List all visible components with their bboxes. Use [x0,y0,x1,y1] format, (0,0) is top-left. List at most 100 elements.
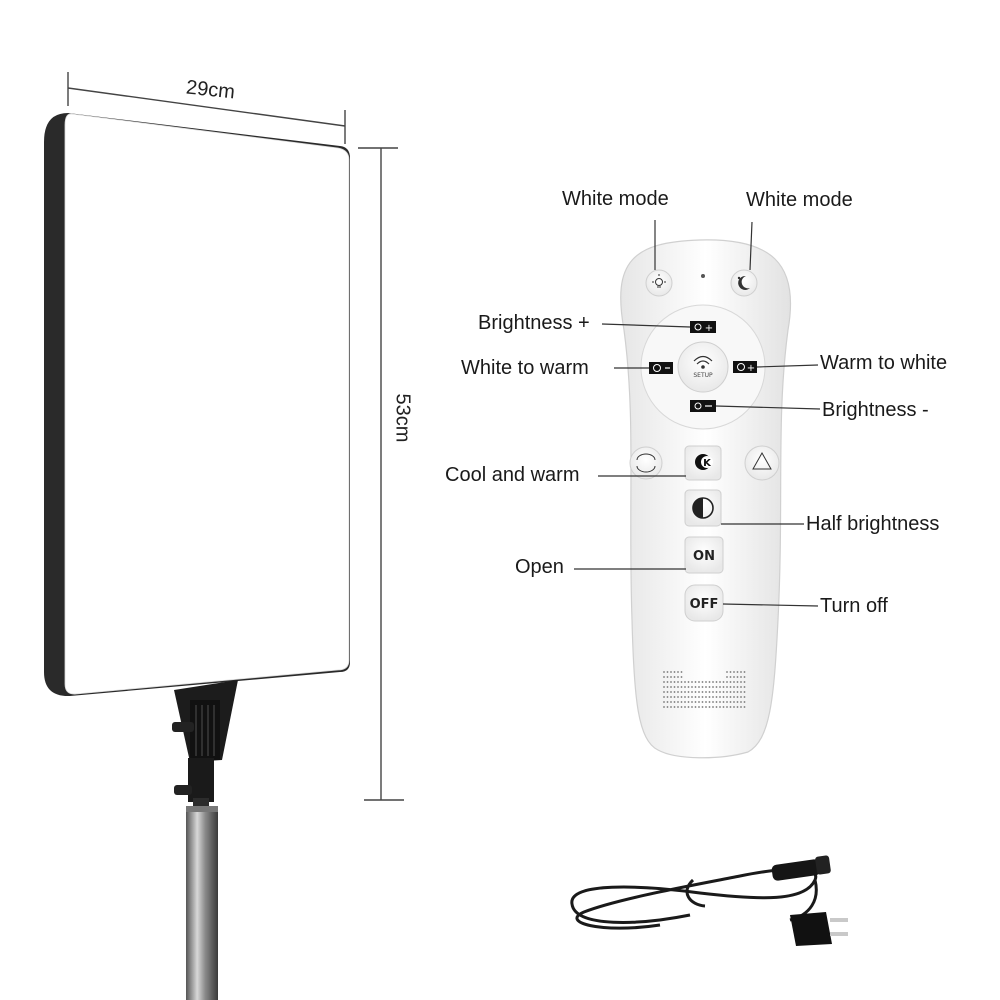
white-mode-right-button[interactable] [730,269,758,297]
white-to-warm-label: White to warm [461,357,589,379]
width-label: 29cm [184,76,236,104]
grille-dot [708,686,711,688]
on-button[interactable]: ON [684,536,724,574]
grille-dot [719,681,721,683]
grille-dot [687,686,690,688]
grille-dot [743,696,746,698]
svg-text:+: + [705,323,713,334]
grille-dot [698,686,700,688]
grille-dot [715,701,718,703]
grille-dot [715,681,718,683]
warm-to-white-button[interactable]: + [733,361,757,374]
lamp-icon [652,274,666,288]
width-dimension-line [67,72,346,144]
grille-dot [722,706,725,708]
brightness-minus-button[interactable] [690,400,716,412]
grille-dot [670,676,672,678]
height-label: 53cm [391,393,414,443]
grille-dot [733,686,735,688]
grille-dot [740,706,742,708]
grille-dot [708,701,711,703]
brightness-plus-label: Brightness + [478,312,590,334]
speaker-grille [663,671,746,708]
grille-dot [722,701,725,703]
grille-dot [705,696,707,698]
grille-dot [740,676,742,678]
off-button[interactable]: OFF [684,584,724,622]
sun-icon [694,402,702,410]
grille-dot [736,706,739,708]
grille-dot [736,691,739,693]
grille-dot [680,691,683,693]
white-mode-right-label: White mode [746,189,853,211]
cool-and-warm-button[interactable]: K [684,445,722,481]
grille-dot [740,671,742,673]
grille-dot [715,696,718,698]
grille-dot [694,706,697,708]
brightness-plus-button[interactable]: + [690,321,716,334]
setup-button[interactable]: SETUP [693,355,713,380]
half-brightness-label: Half brightness [806,513,940,535]
power-plug [790,912,848,946]
grille-dot [708,706,711,708]
grille-dot [663,691,665,693]
grille-dot [729,681,732,683]
grille-dot [698,696,700,698]
grille-dot [733,691,735,693]
grille-dot [729,706,732,708]
brightness-minus-label: Brightness - [822,399,929,421]
grille-dot [701,701,704,703]
grille-dot [677,706,679,708]
recycle-mode-button[interactable] [744,445,780,481]
grille-dot [677,686,679,688]
grille-dot [719,686,721,688]
grille-dot [677,676,679,678]
grille-dot [733,696,735,698]
star-icon [737,276,741,280]
grille-dot [740,696,742,698]
grille-dot [673,701,676,703]
off-button-label: OFF [690,597,719,612]
grille-dot [691,681,693,683]
cool-and-warm-label: Cool and warm [445,464,580,486]
grille-dot [722,681,725,683]
svg-text:+: + [747,363,755,374]
grille-dot [736,681,739,683]
grille-dot [663,686,665,688]
half-brightness-button[interactable] [684,489,722,527]
cycle-mode-button[interactable] [629,446,663,480]
grille-dot [701,681,704,683]
grille-dot [663,696,665,698]
grille-dot [670,696,672,698]
grille-dot [663,701,665,703]
grille-dot [736,676,739,678]
grille-dot [680,696,683,698]
grille-dot [701,691,704,693]
white-to-warm-button[interactable] [649,362,673,374]
grille-dot [684,691,686,693]
grille-dot [684,706,686,708]
grille-dot [663,676,665,678]
grille-dot [729,696,732,698]
grille-dot [694,696,697,698]
grille-dot [708,681,711,683]
svg-text:K: K [703,458,712,469]
grille-dot [663,706,665,708]
grille-dot [712,686,714,688]
grille-dot [673,671,676,673]
grille-dot [684,686,686,688]
grille-dot [694,686,697,688]
grille-dot [719,696,721,698]
grille-dot [673,691,676,693]
grille-dot [743,706,746,708]
grille-dot [670,671,672,673]
grille-dot [680,671,683,673]
grille-dot [712,701,714,703]
grille-dot [694,701,697,703]
grille-dot [733,681,735,683]
grille-dot [680,701,683,703]
white-mode-left-button[interactable] [645,269,673,297]
grille-dot [726,701,728,703]
grille-dot [736,701,739,703]
grille-dot [663,671,665,673]
